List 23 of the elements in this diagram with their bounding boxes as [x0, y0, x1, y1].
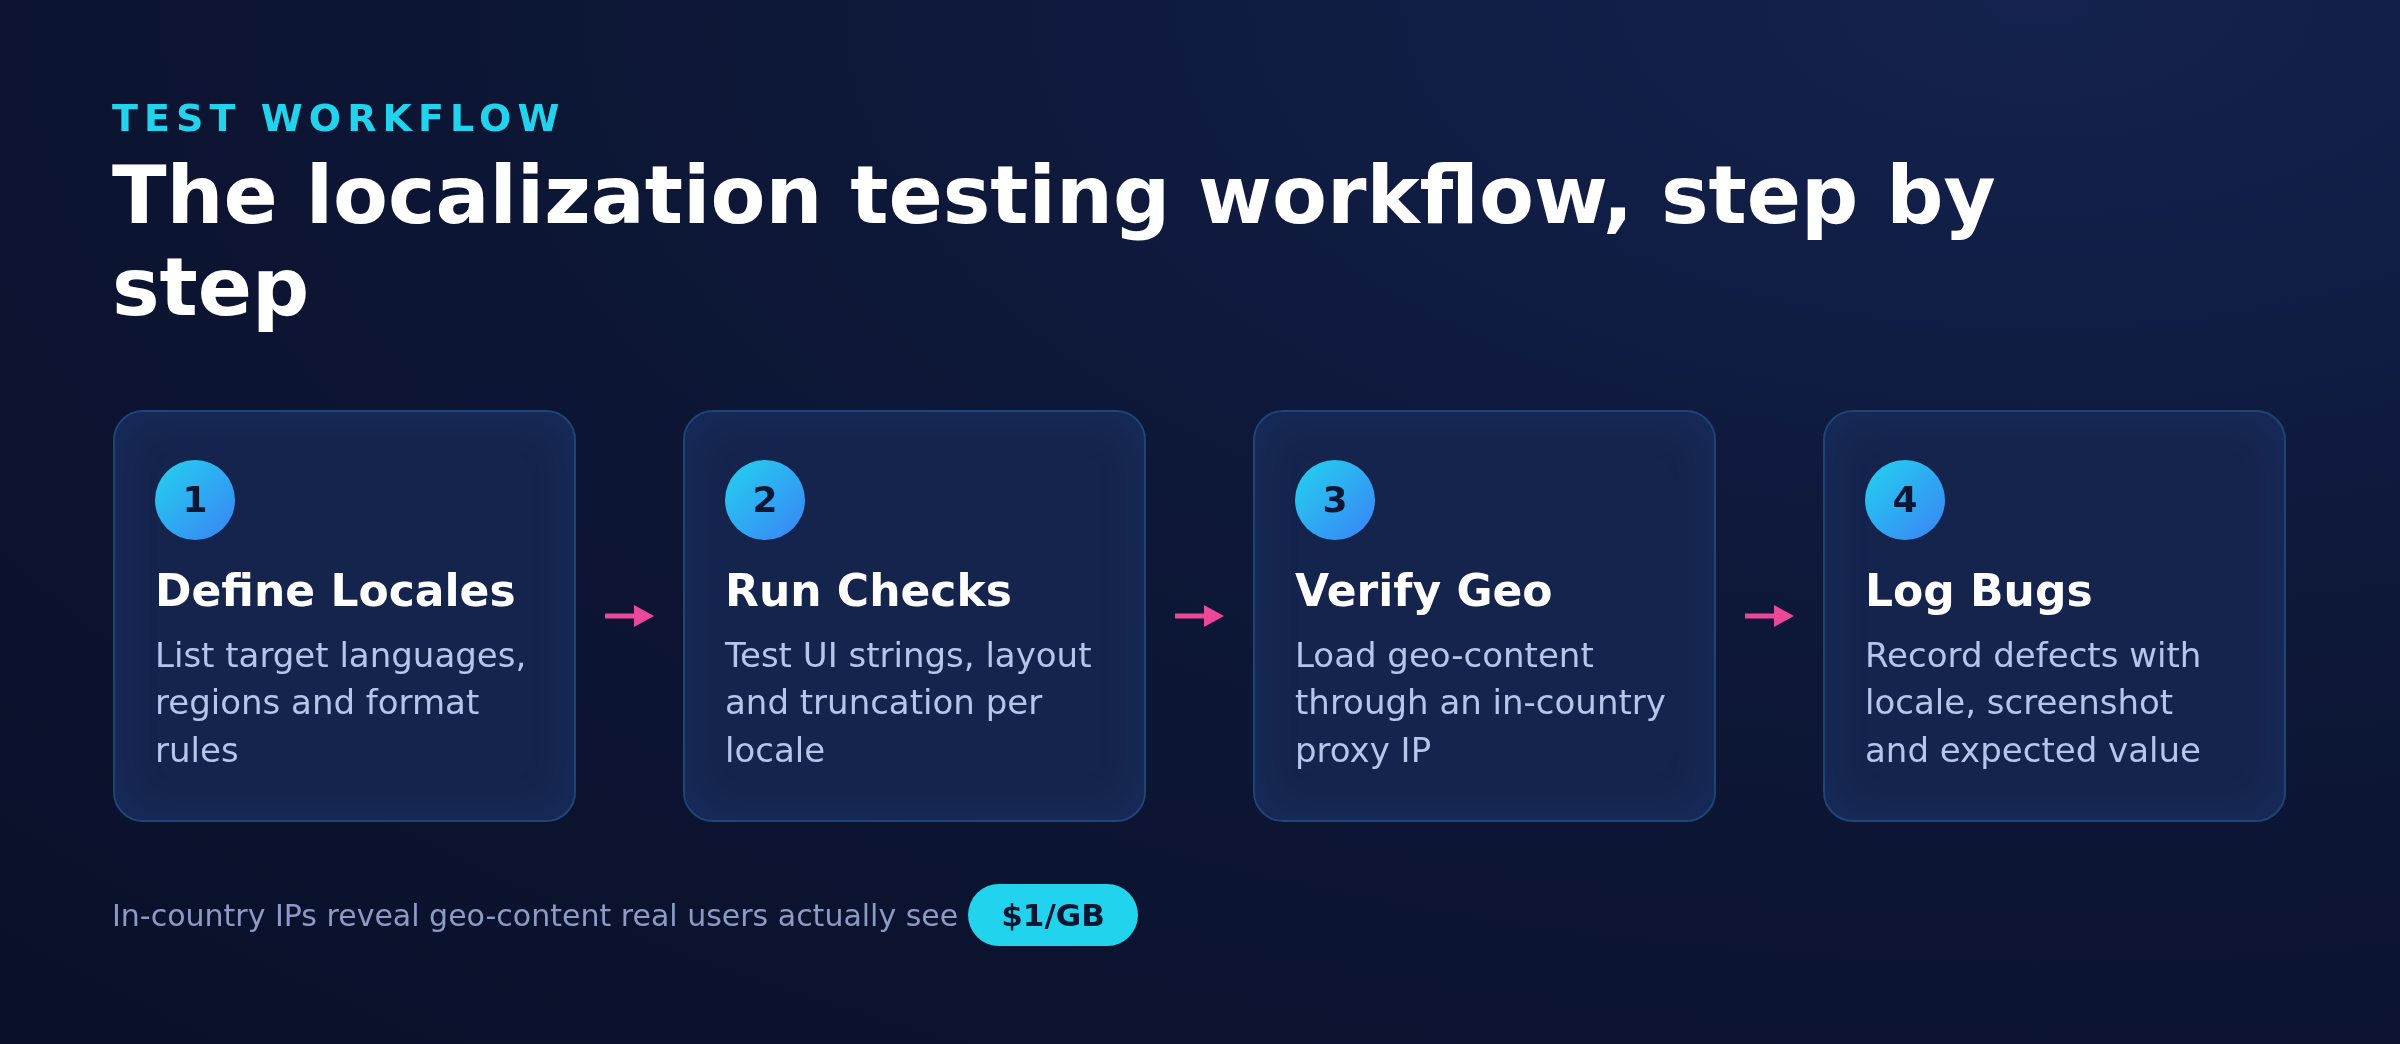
step-title: Log Bugs: [1865, 565, 2093, 618]
step-card: [683, 410, 1146, 822]
step-number: 3: [1295, 460, 1375, 540]
page-title: The localization testing workflow, step by step: [112, 150, 1997, 334]
step-title: Run Checks: [725, 565, 1012, 618]
price-badge: $1/GB: [968, 884, 1138, 946]
step-card: [1253, 410, 1716, 822]
step-description: Load geo-content through an in-country proxy IP: [1295, 633, 1667, 772]
step-card: [1823, 410, 2286, 822]
step-card: [113, 410, 576, 822]
step-description: Record defects with locale, screenshot and expected value: [1865, 633, 2203, 772]
step-number: 4: [1865, 460, 1945, 540]
footnote: In-country IPs reveal geo-content real users actually see: [112, 896, 959, 935]
arrow: [1175, 605, 1224, 627]
arrow: [1745, 605, 1794, 627]
step-description: Test UI strings, layout and truncation per locale: [725, 633, 1093, 772]
step-number: 2: [725, 460, 805, 540]
eyebrow-label: TEST WORKFLOW: [112, 96, 566, 142]
step-title: Verify Geo: [1295, 565, 1553, 618]
step-title: Define Locales: [155, 565, 516, 618]
step-description: List target languages, regions and format rules: [155, 633, 528, 772]
step-number: 1: [155, 460, 235, 540]
arrow: [605, 605, 654, 627]
